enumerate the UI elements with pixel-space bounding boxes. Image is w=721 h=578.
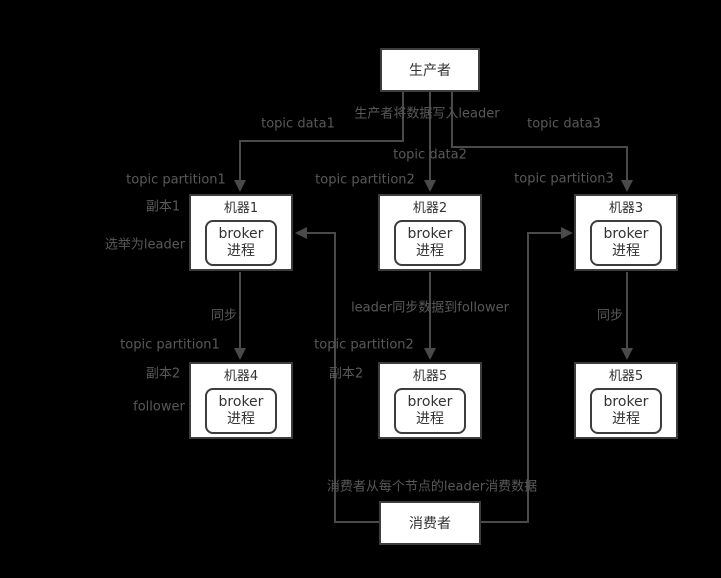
label-consumer-note: 消费者从每个节点的leader消费数据 <box>326 479 538 495</box>
label-topic-partition1-bottom: topic partition1 <box>120 337 220 353</box>
broker-label: broker <box>218 394 264 410</box>
broker-label: broker <box>603 226 649 242</box>
machine1-node: 机器1 broker 进程 <box>189 194 293 271</box>
label-replica1: 副本1 <box>145 199 181 215</box>
edge-producer-machine1 <box>239 92 404 181</box>
label-elected-leader: 选举为leader <box>104 237 186 253</box>
process-label: 进程 <box>416 243 444 259</box>
machine3-node: 机器3 broker 进程 <box>574 194 678 271</box>
machine5-node: 机器5 broker 进程 <box>378 362 482 439</box>
machine5-right-title: 机器5 <box>608 369 644 384</box>
machine5-right-node: 机器5 broker 进程 <box>574 362 678 439</box>
machine4-title: 机器4 <box>223 369 259 384</box>
label-sync-left: 同步 <box>210 308 238 324</box>
producer-label: 生产者 <box>409 63 451 79</box>
arrowhead-down-machine5r <box>621 348 633 360</box>
broker-label: broker <box>407 394 453 410</box>
process-label: 进程 <box>612 411 640 427</box>
arrowhead-down-machine5 <box>424 348 436 360</box>
machine2-broker-process-box: broker 进程 <box>394 220 466 266</box>
label-topic-partition2-top: topic partition2 <box>315 172 415 188</box>
machine3-title: 机器3 <box>608 201 644 216</box>
label-follower: follower <box>133 399 185 415</box>
label-producer-write: 生产者将数据写入leader <box>354 106 500 122</box>
edge-producer-machine3 <box>451 92 628 181</box>
label-topic-data2: topic data2 <box>393 147 467 163</box>
label-sync-right: 同步 <box>596 308 624 324</box>
arrowhead-right-machine3 <box>561 227 573 239</box>
process-label: 进程 <box>416 411 444 427</box>
machine4-broker-process-box: broker 进程 <box>205 388 277 434</box>
process-label: 进程 <box>227 243 255 259</box>
machine5-title: 机器5 <box>412 369 448 384</box>
label-replica2-middle: 副本2 <box>328 366 364 382</box>
label-replica2-left: 副本2 <box>145 366 181 382</box>
producer-node: 生产者 <box>380 48 480 92</box>
consumer-node: 消费者 <box>379 501 481 545</box>
consumer-label: 消费者 <box>409 516 451 532</box>
broker-label: broker <box>218 226 264 242</box>
machine5-broker-process-box: broker 进程 <box>394 388 466 434</box>
label-topic-partition3-top: topic partition3 <box>514 171 614 187</box>
edge-consumer-machine3 <box>481 232 561 523</box>
machine1-title: 机器1 <box>223 201 259 216</box>
label-sync-middle: leader同步数据到follower <box>351 300 509 316</box>
machine1-broker-process-box: broker 进程 <box>205 220 277 266</box>
arrowhead-left-machine1 <box>295 227 307 239</box>
arrowhead-down-machine2 <box>424 180 436 192</box>
machine2-title: 机器2 <box>412 201 448 216</box>
label-topic-data1: topic data1 <box>261 116 335 132</box>
label-topic-data3: topic data3 <box>527 116 601 132</box>
broker-label: broker <box>603 394 649 410</box>
label-topic-partition2-bottom: topic partition2 <box>314 337 414 353</box>
process-label: 进程 <box>227 411 255 427</box>
arrowhead-down-machine3 <box>621 180 633 192</box>
machine4-node: 机器4 broker 进程 <box>189 362 293 439</box>
arrowhead-down-machine4 <box>234 348 246 360</box>
machine2-node: 机器2 broker 进程 <box>378 194 482 271</box>
edge-consumer-machine1 <box>307 232 379 523</box>
machine5-right-broker-process-box: broker 进程 <box>590 388 662 434</box>
broker-label: broker <box>407 226 453 242</box>
machine3-broker-process-box: broker 进程 <box>590 220 662 266</box>
label-topic-partition1-top: topic partition1 <box>126 172 226 188</box>
arrowhead-down-machine1 <box>234 180 246 192</box>
process-label: 进程 <box>612 243 640 259</box>
